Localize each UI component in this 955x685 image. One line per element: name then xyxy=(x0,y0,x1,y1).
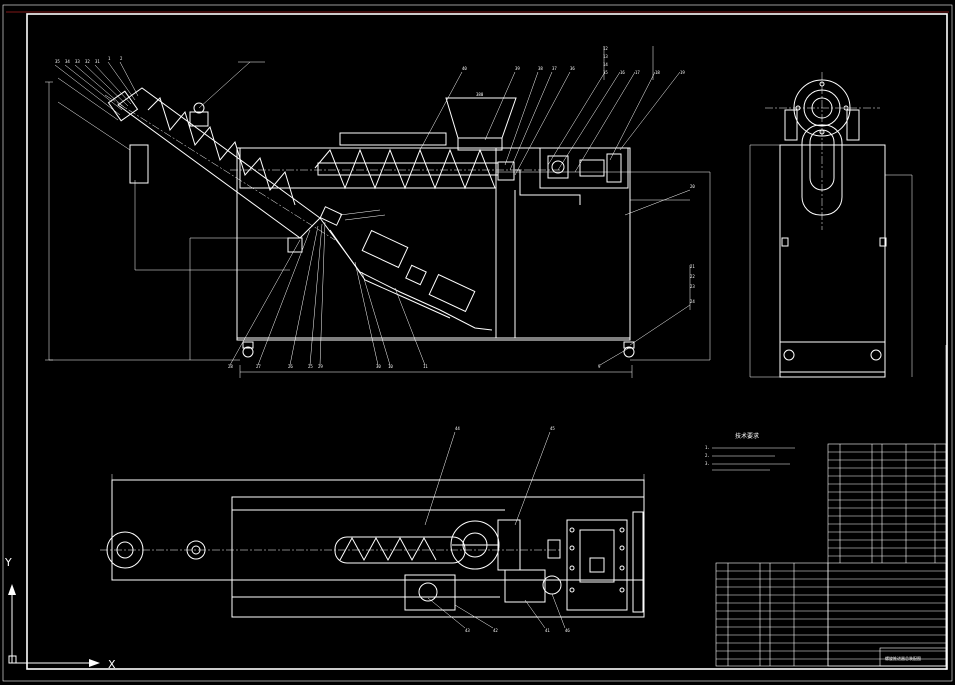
balloon-top-mid-13: 13 xyxy=(603,54,608,59)
balloon-bottom-main-11: 11 xyxy=(423,364,428,369)
title-block-name: 螺旋推进器总装配图 xyxy=(885,655,921,661)
balloon-bottom-main-30: 30 xyxy=(376,364,381,369)
plan-outer-frame xyxy=(111,479,645,581)
balloon-top-mid-18: 18 xyxy=(655,70,660,75)
balloon-bottom-main-9: 9 xyxy=(598,364,601,369)
parts-list: 螺旋推进器总装配图 xyxy=(715,443,947,667)
balloon-top-mid-14: 14 xyxy=(603,62,608,67)
balloon-top-left-34: 34 xyxy=(65,59,70,64)
tech-req-line-3: 3. xyxy=(705,461,710,466)
balloon-top-left-32: 32 xyxy=(85,59,90,64)
plan-flange xyxy=(106,531,144,569)
balloon-plan-42: 42 xyxy=(493,628,498,633)
feed-hopper xyxy=(445,97,517,139)
balloon-right-24: 24 xyxy=(690,299,695,304)
front-wheel-right xyxy=(623,346,635,358)
technical-requirements: 技术要求 1. 2. 3. xyxy=(705,432,795,471)
front-view xyxy=(45,46,711,378)
balloon-right-21: 21 xyxy=(690,264,695,269)
plan-hopper-ring xyxy=(450,520,500,570)
balloon-top-left-1: 1 xyxy=(108,56,111,61)
ucs-y-label: Y xyxy=(4,556,12,569)
balloon-bottom-main-10: 10 xyxy=(388,364,393,369)
balloon-top-mid-40: 40 xyxy=(462,66,467,71)
drive-motor xyxy=(539,147,629,189)
balloon-plan-45: 45 xyxy=(550,426,555,431)
side-wheel-right xyxy=(870,349,882,361)
inclined-screw-flights xyxy=(147,97,296,206)
balloon-top-mid-17: 17 xyxy=(635,70,640,75)
front-wheel-left xyxy=(242,346,254,358)
balloon-top-mid-38: 38 xyxy=(538,66,543,71)
balloon-bottom-main-25: 25 xyxy=(308,364,313,369)
side-view xyxy=(749,72,913,378)
horizontal-screw-housing xyxy=(239,147,497,189)
balloon-top-left-31: 31 xyxy=(95,59,100,64)
balloon-top-mid-15: 15 xyxy=(603,70,608,75)
plan-drive-unit xyxy=(566,519,628,611)
balloon-plan-46: 46 xyxy=(565,628,570,633)
balloon-top-left-2: 2 xyxy=(120,56,123,61)
ucs-x-label: X xyxy=(108,658,116,671)
balloon-right-23: 23 xyxy=(690,284,695,289)
balloon-top-mid-39: 39 xyxy=(515,66,520,71)
balloon-plan-44: 44 xyxy=(455,426,460,431)
balloon-plan-41: 41 xyxy=(545,628,550,633)
tech-req-line-2: 2. xyxy=(705,453,710,458)
balloon-top-mid-12: 12 xyxy=(603,46,608,51)
side-frame xyxy=(779,144,886,378)
balloon-bottom-main-29: 29 xyxy=(318,364,323,369)
feed-label: 380 xyxy=(476,92,484,97)
balloon-plan-43: 43 xyxy=(465,628,470,633)
balloon-top-left-35: 35 xyxy=(55,59,60,64)
balloon-bottom-main-26: 26 xyxy=(288,364,293,369)
tech-req-heading: 技术要求 xyxy=(735,432,759,440)
frame-base xyxy=(236,147,631,341)
discharge-motor xyxy=(428,273,476,313)
balloon-top-mid-16: 16 xyxy=(620,70,625,75)
balloon-top-mid-36: 36 xyxy=(570,66,575,71)
plan-view xyxy=(100,431,645,629)
balloon-bottom-main-28: 28 xyxy=(228,364,233,369)
balloon-bottom-main-27: 27 xyxy=(256,364,261,369)
balloon-right-20: 20 xyxy=(690,184,695,189)
balloon-top-left-33: 33 xyxy=(75,59,80,64)
balloon-top-mid-19: 19 xyxy=(680,70,685,75)
tech-req-line-1: 1. xyxy=(705,445,710,450)
horizontal-screw-flights xyxy=(314,148,496,190)
sheet-inner-border xyxy=(26,13,948,670)
plan-screw xyxy=(339,536,437,562)
ucs-icon: Y X xyxy=(4,556,116,671)
sheet-outer-border xyxy=(2,4,953,682)
balloon-top-mid-37: 37 xyxy=(552,66,557,71)
balloon-right-22: 22 xyxy=(690,274,695,279)
side-wheel-left xyxy=(783,349,795,361)
